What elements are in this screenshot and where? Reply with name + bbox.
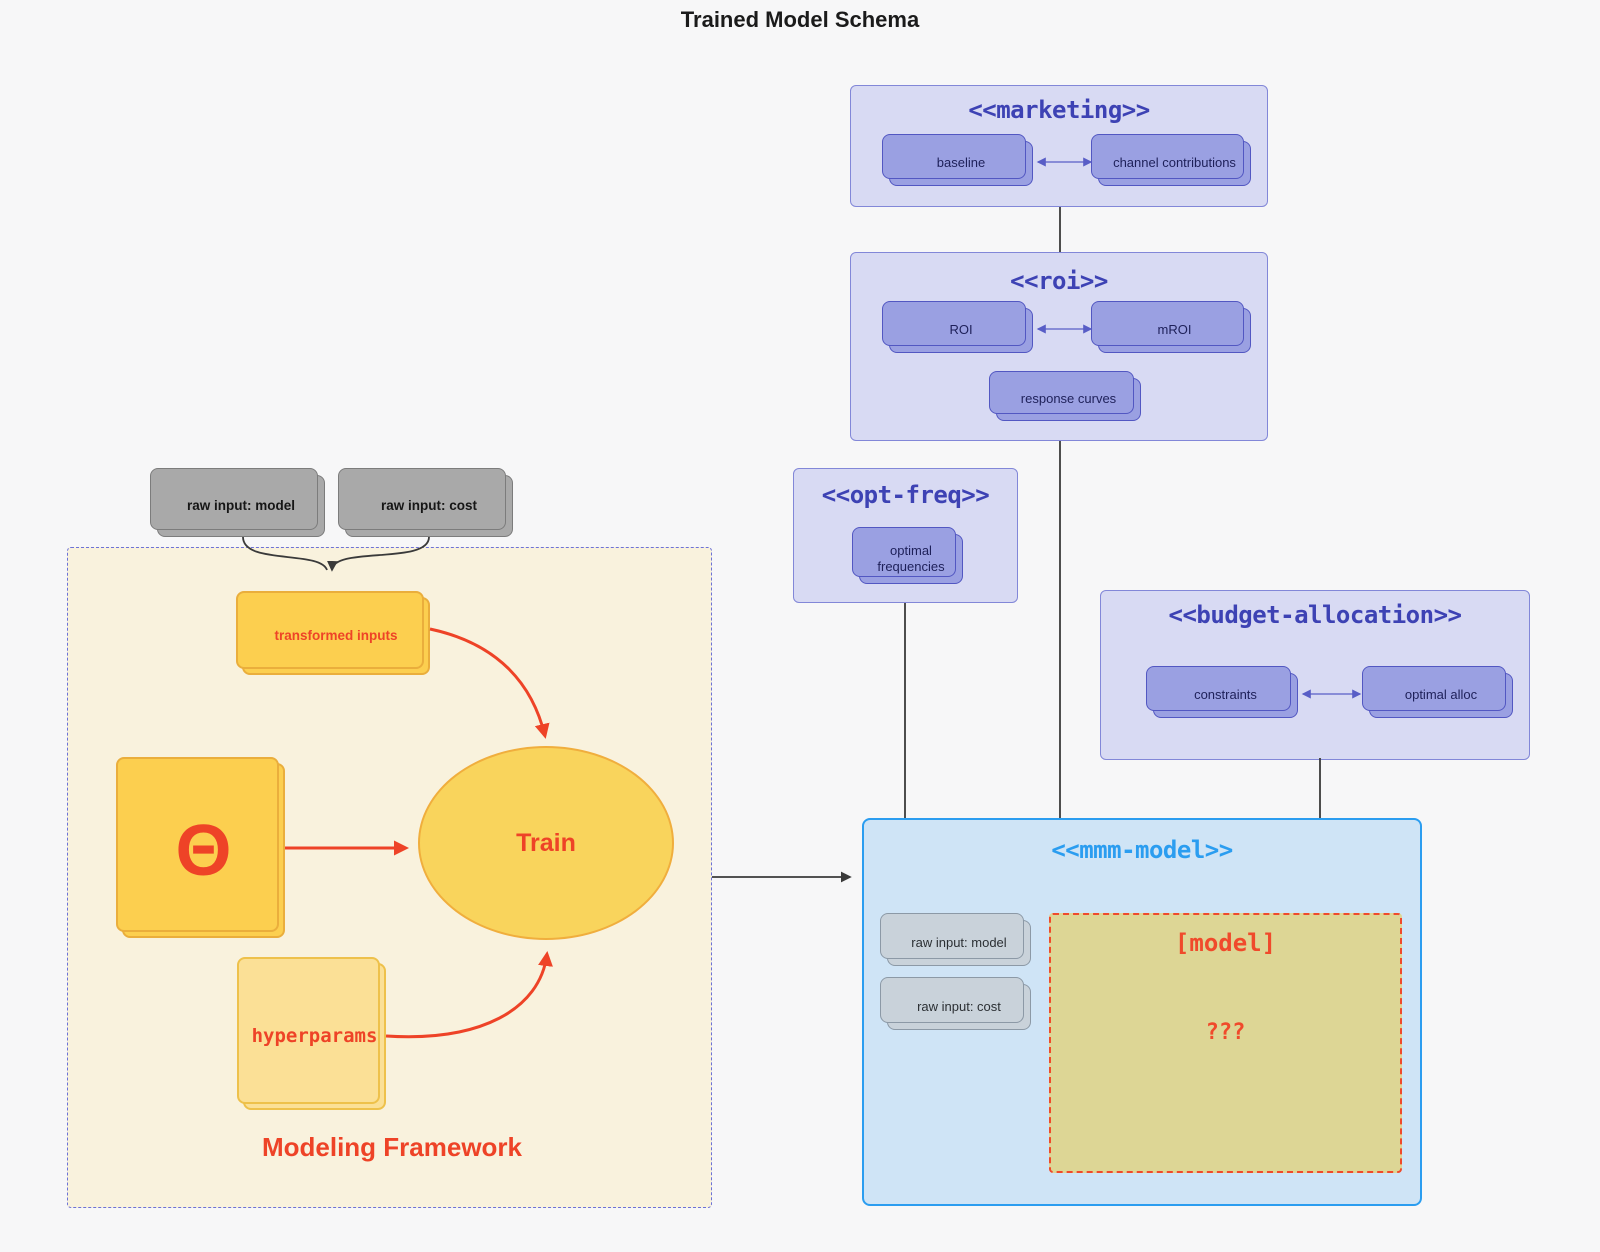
node-response-curves: response curves (989, 371, 1141, 421)
node-baseline: baseline (882, 134, 1033, 186)
node-raw-input-model: raw input: model (150, 468, 325, 537)
node-hyperparams: hyperparams (237, 957, 386, 1110)
page-title: Trained Model Schema (680, 7, 920, 32)
model-placeholder-body: ??? (1205, 1020, 1246, 1045)
node-raw-input-cost: raw input: cost (338, 468, 513, 537)
node-transformed-inputs: transformed inputs (236, 591, 430, 675)
section-budget-allocation-title: <<budget-allocation>> (1168, 601, 1462, 629)
node-roi: ROI (882, 301, 1033, 353)
node-theta: Θ (116, 757, 285, 938)
node-mroi: mROI (1091, 301, 1251, 353)
modeling-framework-label: Modeling Framework (261, 1132, 523, 1162)
section-roi: <<roi>> ROI mROI response curves (850, 252, 1268, 441)
section-opt-freq-title: <<opt-freq>> (821, 481, 990, 509)
node-mmm-raw-input-cost: raw input: cost (880, 977, 1031, 1030)
section-marketing-title: <<marketing>> (968, 96, 1150, 124)
section-marketing: <<marketing>> baseline channel contribut… (850, 85, 1268, 207)
section-budget-allocation: <<budget-allocation>> constraints optima… (1100, 590, 1530, 760)
section-roi-title: <<roi>> (1010, 267, 1108, 295)
node-optimal-alloc: optimal alloc (1362, 666, 1513, 718)
node-constraints: constraints (1146, 666, 1298, 718)
node-optimal-frequencies: optimal frequencies (852, 527, 963, 584)
section-mmm-model: <<mmm-model>> raw input: model raw input… (862, 818, 1422, 1206)
node-channel-contributions: channel contributions (1091, 134, 1251, 186)
node-train-ellipse: Train (418, 746, 674, 940)
node-mmm-raw-input-model: raw input: model (880, 913, 1031, 966)
model-placeholder-title: [model] (1174, 929, 1277, 957)
model-placeholder-box: [model] ??? (1049, 913, 1402, 1173)
section-opt-freq: <<opt-freq>> optimal frequencies (793, 468, 1018, 603)
section-mmm-model-title: <<mmm-model>> (1051, 836, 1233, 864)
